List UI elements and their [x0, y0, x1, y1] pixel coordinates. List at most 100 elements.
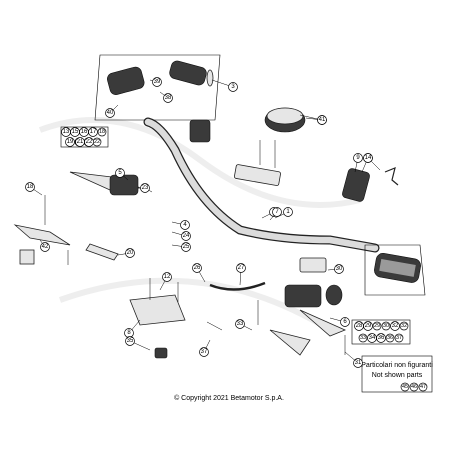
callout-circle — [317, 115, 327, 125]
callout-number: 38 — [165, 95, 172, 101]
svg-text:32: 32 — [401, 323, 407, 329]
callout-number: 28 — [356, 323, 363, 329]
callout-circle — [115, 168, 125, 178]
callout-circle — [272, 207, 282, 217]
callout-number: 13 — [63, 129, 70, 135]
callout-circle — [199, 347, 209, 357]
callout-number: 15 — [72, 129, 79, 135]
callout-number: 30 — [336, 266, 343, 272]
callout-circle — [162, 272, 172, 282]
callout-number: 23 — [142, 185, 149, 191]
callout-circle — [25, 182, 35, 192]
svg-text:30: 30 — [383, 323, 389, 329]
callout-circle — [340, 317, 350, 327]
callout-number: 35 — [127, 338, 134, 344]
callout-number: 25 — [183, 244, 190, 250]
svg-text:47: 47 — [420, 384, 426, 390]
callout-circle — [152, 77, 162, 87]
callout-number: 6 — [343, 319, 347, 325]
left-clamp-lower — [129, 294, 186, 359]
callout-number: 14 — [365, 155, 372, 161]
callout-number: 27 — [238, 265, 245, 271]
callout-number: 9 — [356, 155, 360, 161]
callout-circle — [125, 336, 135, 346]
svg-text:37: 37 — [396, 335, 402, 341]
callout-circle — [88, 127, 98, 137]
watermark — [38, 117, 361, 333]
svg-text:46: 46 — [411, 384, 417, 390]
svg-text:45: 45 — [402, 384, 408, 390]
callout-number: 4 — [183, 222, 187, 228]
not-shown-label-en: Not shown parts — [372, 372, 423, 379]
kill-switch — [342, 167, 399, 202]
callout-number: 40 — [107, 110, 114, 116]
right-grip — [364, 244, 426, 296]
callout-number: 32 — [392, 323, 399, 329]
copyright-notice: © Copyright 2021 Betamotor S.p.A. — [174, 395, 284, 402]
svg-text:33: 33 — [360, 335, 366, 341]
callout-circle — [140, 183, 150, 193]
callout-number: 42 — [42, 244, 49, 250]
callout-group: 1234567891011121314151617181920212223242… — [25, 77, 400, 368]
callout-number: 34 — [369, 335, 376, 341]
bolts — [44, 195, 346, 355]
svg-text:36: 36 — [387, 335, 393, 341]
callout-number: 31 — [355, 360, 362, 366]
callout-circle — [228, 82, 238, 92]
callout-number: 29 — [365, 323, 372, 329]
callout-circle — [235, 319, 245, 329]
callout-number: 8 — [127, 330, 131, 336]
not-shown-label-it: Particolari non figuranti — [361, 362, 433, 369]
callout-circle — [163, 93, 173, 103]
callout-circle — [65, 137, 75, 147]
callout-circle — [84, 137, 94, 147]
throttle-housing — [189, 119, 211, 143]
callout-circle — [363, 321, 373, 331]
callout-number: 20 — [127, 250, 134, 256]
svg-text:29: 29 — [374, 323, 380, 329]
callout-number: 26 — [194, 265, 201, 271]
callout-number: 33 — [237, 321, 244, 327]
left-lever-assembly — [13, 171, 142, 265]
callout-circle — [363, 153, 373, 163]
callout-number: 24 — [183, 233, 190, 239]
callout-circle — [192, 263, 202, 273]
callout-circle — [181, 242, 191, 252]
callout-circle — [40, 242, 50, 252]
callout-number: 41 — [319, 117, 326, 123]
right-master-cylinder — [269, 257, 347, 356]
callout-number: 19 — [67, 139, 74, 145]
grip-end-cap — [206, 69, 214, 87]
callout-circle — [236, 263, 246, 273]
callout-number: 1 — [286, 209, 290, 215]
callout-circle — [180, 220, 190, 230]
callout-number: 3 — [231, 84, 235, 90]
svg-text:18: 18 — [99, 129, 105, 135]
grip-rubber-inset — [169, 60, 207, 86]
callout-circle — [181, 231, 191, 241]
callout-circle — [125, 248, 135, 258]
callout-number: 18 — [27, 184, 34, 190]
not-shown-parts-box: Particolari non figuranti Not shown part… — [361, 355, 433, 393]
handlebar-clamp — [234, 107, 306, 186]
callout-circle — [390, 321, 400, 331]
brake-hose — [209, 281, 266, 291]
callout-number: 17 — [90, 129, 97, 135]
handlebar — [143, 117, 380, 253]
callout-number: 39 — [154, 79, 161, 85]
throttle-grip-inset — [107, 66, 145, 95]
callout-circle — [376, 333, 386, 343]
callout-circle — [105, 108, 115, 118]
callout-number: 36 — [378, 335, 385, 341]
grip-inset-box — [94, 54, 221, 121]
callout-number: 5 — [118, 170, 122, 176]
cable — [85, 243, 119, 261]
callout-number: 7 — [275, 209, 279, 215]
callout-number: 16 — [81, 129, 88, 135]
callout-circle — [283, 207, 293, 217]
callout-number: 37 — [201, 349, 208, 355]
callout-number: 12 — [164, 274, 171, 280]
callout-circle — [334, 264, 344, 274]
callout-circle — [353, 358, 363, 368]
